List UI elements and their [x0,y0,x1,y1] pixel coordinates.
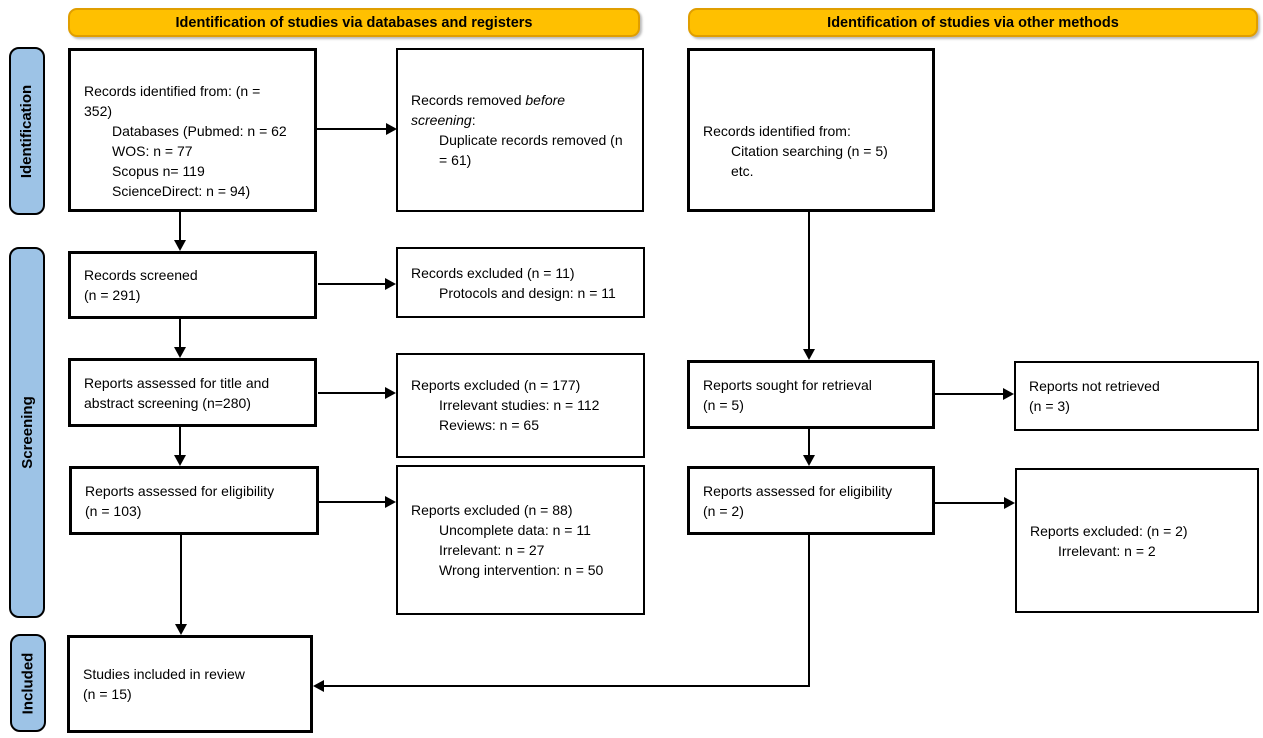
text-line: Reports assessed for title and [84,374,270,391]
text-line: Records identified from: [703,123,851,139]
arrow-screened-to-excluded-head [385,278,396,290]
text-line: (n = 2) [703,502,744,519]
text-line: Duplicate records removed (n [439,132,623,148]
stage-label-identification-text: Identification [18,84,36,178]
arrow-eligibility-to-excluded88-line [319,501,387,503]
text-segment: Records removed [411,92,526,108]
box-records-excluded: Records excluded (n = 11) Protocols and … [396,247,645,318]
arrow-sought-to-notretrieved-line [935,393,1004,395]
stage-label-identification: Identification [9,47,45,215]
arrow-sought-to-eligibility2-head [803,455,815,466]
text-line: WOS: n = 77 [112,143,193,159]
text-line: Irrelevant: n = 27 [439,542,545,558]
text-line: (n = 3) [1029,398,1070,414]
box-records-screened: Records screened (n = 291) [68,251,317,319]
arrow-eligibility-to-included-line [180,535,182,626]
text-line: (n = 291) [84,287,141,303]
arrow-screened-to-titleabstract-line [179,319,181,349]
arrow-identified-to-removed-line [317,128,387,130]
text-line: Citation searching (n = 5) [731,143,888,159]
header-other-methods: Identification of studies via other meth… [688,8,1258,37]
text-line: Reviews: n = 65 [439,417,539,433]
arrow-titleabstract-to-excluded177-line [318,392,387,394]
box-records-removed: Records removed before screening: Duplic… [396,48,644,212]
box-reports-title-abstract: Reports assessed for title and abstract … [68,358,317,427]
text-line: Scopus n= 119 [112,163,205,179]
text-line: Reports sought for retrieval [703,376,872,393]
text-segment-italic: before [525,92,566,108]
arrow-othermethods-to-sought-head [803,349,815,360]
arrow-titleabstract-to-eligibility-head [174,455,186,466]
arrow-identified-to-removed-head [386,123,397,135]
arrow-titleabstract-to-excluded177-head [385,387,396,399]
text-line: Protocols and design: n = 11 [439,285,616,301]
header-databases-registers-label: Identification of studies via databases … [175,14,533,31]
arrow-eligibility2-to-included-head [313,680,324,692]
arrow-screened-to-excluded-line [318,283,387,285]
text-line: Records removed before [411,90,640,110]
arrow-othermethods-to-sought-line [808,212,810,351]
box-studies-included: Studies included in review (n = 15) [67,635,313,733]
text-segment-italic: screening [411,112,472,128]
text-line: Records identified from: (n = [84,83,261,99]
arrow-eligibility2-to-excluded2-head [1004,497,1015,509]
text-line: Reports excluded (n = 88) [411,502,573,518]
box-reports-excluded-2: Reports excluded: (n = 2) Irrelevant: n … [1015,468,1259,613]
box-reports-eligibility-other: Reports assessed for eligibility (n = 2) [687,466,935,535]
text-line: Reports assessed for eligibility [85,482,275,499]
text-line: Reports assessed for eligibility [703,482,893,499]
arrow-identified-to-screened-head [174,240,186,251]
text-line: Irrelevant: n = 2 [1058,542,1156,559]
box-reports-sought-retrieval: Reports sought for retrieval (n = 5) [687,360,935,429]
stage-label-screening-text: Screening [18,396,36,469]
text-line: Records screened [84,267,198,283]
arrow-screened-to-titleabstract-head [174,347,186,358]
text-line: (n = 103) [85,502,142,519]
text-line: Databases (Pubmed: n = 62 [112,123,287,139]
text-line: (n = 15) [83,686,132,702]
box-reports-excluded-177: Reports excluded (n = 177) Irrelevant st… [396,353,645,458]
text-line: Irrelevant studies: n = 112 [439,397,600,413]
arrow-eligibility2-to-included-vertical-line [808,535,810,687]
text-line: Records excluded (n = 11) [411,265,575,281]
box-reports-not-retrieved: Reports not retrieved (n = 3) [1014,361,1259,431]
text-line: = 61) [439,152,472,168]
text-line: Wrong intervention: n = 50 [439,562,604,578]
text-segment: : [471,112,476,128]
text-line: Reports excluded (n = 177) [411,377,581,393]
arrow-sought-to-eligibility2-line [808,429,810,457]
text-line: abstract screening (n=280) [84,394,251,411]
text-line: 352) [84,103,113,119]
box-reports-eligibility: Reports assessed for eligibility (n = 10… [69,466,319,535]
box-records-identified: Records identified from: (n = 352) Datab… [68,48,317,212]
arrow-identified-to-screened-line [179,212,181,242]
arrow-sought-to-notretrieved-head [1003,388,1014,400]
text-line: screening: [411,110,640,130]
arrow-titleabstract-to-eligibility-line [179,427,181,457]
box-records-other-methods: Records identified from: Citation search… [687,48,935,212]
text-line: ScienceDirect: n = 94) [112,183,251,199]
box-reports-excluded-88: Reports excluded (n = 88) Uncomplete dat… [396,465,645,615]
header-databases-registers: Identification of studies via databases … [68,8,640,37]
text-line: Uncomplete data: n = 11 [439,522,591,538]
text-line: Studies included in review [83,666,245,682]
header-other-methods-label: Identification of studies via other meth… [827,14,1119,31]
text-line: Reports not retrieved [1029,378,1160,394]
stage-label-screening: Screening [9,247,45,618]
arrow-eligibility2-to-included-horizontal-line [324,685,810,687]
text-line: Reports excluded: (n = 2) [1030,522,1188,539]
text-line: (n = 5) [703,396,744,413]
arrow-eligibility-to-excluded88-head [385,496,396,508]
stage-label-included: Included [10,634,46,732]
arrow-eligibility-to-included-head [175,624,187,635]
stage-label-included-text: Included [19,652,37,714]
arrow-eligibility2-to-excluded2-line [935,502,1005,504]
text-line: etc. [731,163,754,179]
